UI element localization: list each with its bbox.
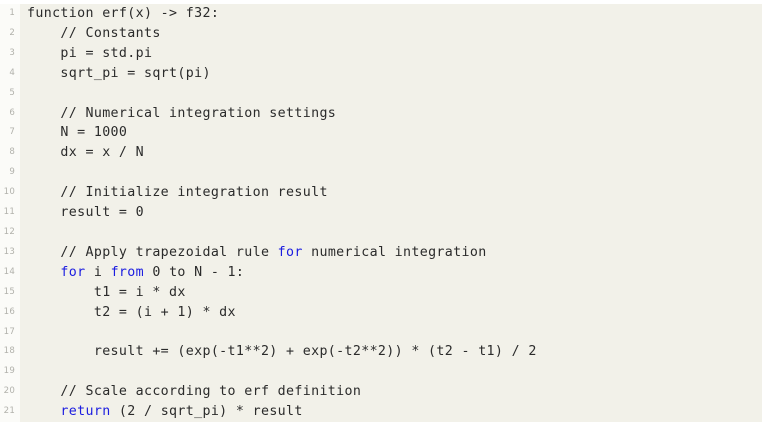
code-line[interactable]: 14 for i from 0 to N - 1: bbox=[0, 263, 762, 283]
code-token: result += (exp(-t1**2) + exp(-t2**2)) * … bbox=[27, 344, 537, 360]
code-line[interactable]: 20 // Scale according to erf definition bbox=[0, 382, 762, 402]
code-line[interactable]: 2 // Constants bbox=[0, 24, 762, 44]
code-line[interactable]: 10 // Initialize integration result bbox=[0, 183, 762, 203]
line-content: N = 1000 bbox=[27, 123, 127, 143]
line-number: 1 bbox=[9, 8, 15, 18]
line-number-gutter bbox=[0, 4, 20, 422]
code-line[interactable]: 5 bbox=[0, 84, 762, 104]
code-line[interactable]: 13 // Apply trapezoidal rule for numeric… bbox=[0, 243, 762, 263]
code-line[interactable]: 1 function erf(x) -> f32: bbox=[0, 4, 762, 24]
line-content: function erf(x) -> f32: bbox=[27, 4, 219, 24]
code-token: // Numerical integration settings bbox=[27, 105, 337, 121]
line-content: result = 0 bbox=[27, 203, 144, 223]
line-number: 21 bbox=[3, 406, 15, 417]
line-content: // Constants bbox=[27, 24, 161, 44]
line-number: 9 bbox=[9, 167, 15, 178]
code-token: t2 = (i + 1) * dx bbox=[27, 304, 236, 320]
code-token: // Apply trapezoidal rule bbox=[27, 244, 278, 260]
code-token: (2 / sqrt_pi) * result bbox=[110, 404, 303, 420]
line-number: 20 bbox=[3, 386, 15, 397]
line-number: 7 bbox=[9, 127, 15, 138]
code-token: i bbox=[85, 264, 111, 280]
code-line[interactable]: 11 result = 0 bbox=[0, 203, 762, 223]
code-line[interactable]: 19 bbox=[0, 362, 762, 382]
line-number: 4 bbox=[9, 67, 15, 78]
code-line[interactable]: 21 return (2 / sqrt_pi) * result bbox=[0, 402, 762, 422]
line-content: sqrt_pi = sqrt(pi) bbox=[27, 64, 211, 84]
line-number: 16 bbox=[3, 306, 15, 317]
line-number: 3 bbox=[9, 47, 15, 58]
code-line[interactable]: 18 result += (exp(-t1**2) + exp(-t2**2))… bbox=[0, 342, 762, 362]
line-content: t1 = i * dx bbox=[27, 283, 186, 303]
code-token: function erf(x) -> f32: bbox=[27, 6, 220, 21]
line-number: 14 bbox=[3, 266, 15, 277]
line-number: 17 bbox=[3, 326, 15, 337]
code-line[interactable]: 6 // Numerical integration settings bbox=[0, 104, 762, 124]
line-number: 8 bbox=[9, 147, 15, 158]
code-line[interactable]: 15 t1 = i * dx bbox=[0, 283, 762, 303]
code-token: pi = std.pi bbox=[27, 45, 153, 61]
line-number: 6 bbox=[9, 107, 15, 118]
keyword-token: return bbox=[60, 404, 111, 420]
line-content: // Apply trapezoidal rule for numerical … bbox=[27, 243, 487, 263]
code-token: N = 1000 bbox=[27, 125, 128, 141]
code-line[interactable]: 8 dx = x / N bbox=[0, 143, 762, 163]
code-token: dx = x / N bbox=[27, 145, 144, 161]
code-line[interactable]: 3 pi = std.pi bbox=[0, 44, 762, 64]
line-content: // Scale according to erf definition bbox=[27, 382, 361, 402]
line-content: // Initialize integration result bbox=[27, 183, 328, 203]
code-token: result = 0 bbox=[27, 205, 144, 221]
line-number: 13 bbox=[3, 246, 15, 257]
code-token: t1 = i * dx bbox=[27, 284, 186, 300]
code-line[interactable]: 17 bbox=[0, 323, 762, 343]
code-token bbox=[27, 404, 60, 419]
line-number: 15 bbox=[3, 286, 15, 297]
line-content: dx = x / N bbox=[27, 143, 144, 163]
line-content: pi = std.pi bbox=[27, 44, 152, 64]
line-number: 19 bbox=[3, 366, 15, 377]
line-number: 5 bbox=[9, 87, 15, 98]
line-content: result += (exp(-t1**2) + exp(-t2**2)) * … bbox=[27, 342, 537, 362]
keyword-token: from bbox=[110, 264, 144, 280]
code-surface bbox=[20, 4, 762, 422]
line-number: 2 bbox=[9, 27, 15, 38]
code-token: sqrt_pi = sqrt(pi) bbox=[27, 65, 211, 81]
line-number: 18 bbox=[3, 346, 15, 357]
keyword-token: for bbox=[277, 244, 303, 260]
code-token: // Scale according to erf definition bbox=[27, 384, 362, 400]
line-content: // Numerical integration settings bbox=[27, 104, 336, 124]
line-number: 12 bbox=[3, 226, 15, 237]
code-line[interactable]: 16 t2 = (i + 1) * dx bbox=[0, 303, 762, 323]
code-line[interactable]: 12 bbox=[0, 223, 762, 243]
code-line[interactable]: 4 sqrt_pi = sqrt(pi) bbox=[0, 64, 762, 84]
code-token: // Initialize integration result bbox=[27, 185, 328, 201]
code-line[interactable]: 9 bbox=[0, 163, 762, 183]
line-content: t2 = (i + 1) * dx bbox=[27, 303, 236, 323]
line-number: 10 bbox=[3, 187, 15, 198]
keyword-token: for bbox=[60, 264, 86, 280]
code-token: // Constants bbox=[27, 25, 161, 41]
code-token: numerical integration bbox=[302, 244, 487, 260]
code-token: 0 to N - 1: bbox=[144, 264, 245, 280]
line-content: for i from 0 to N - 1: bbox=[27, 263, 244, 283]
code-line[interactable]: 7 N = 1000 bbox=[0, 123, 762, 143]
line-number: 11 bbox=[3, 207, 15, 218]
code-token bbox=[27, 265, 60, 280]
line-content: return (2 / sqrt_pi) * result bbox=[27, 402, 303, 422]
